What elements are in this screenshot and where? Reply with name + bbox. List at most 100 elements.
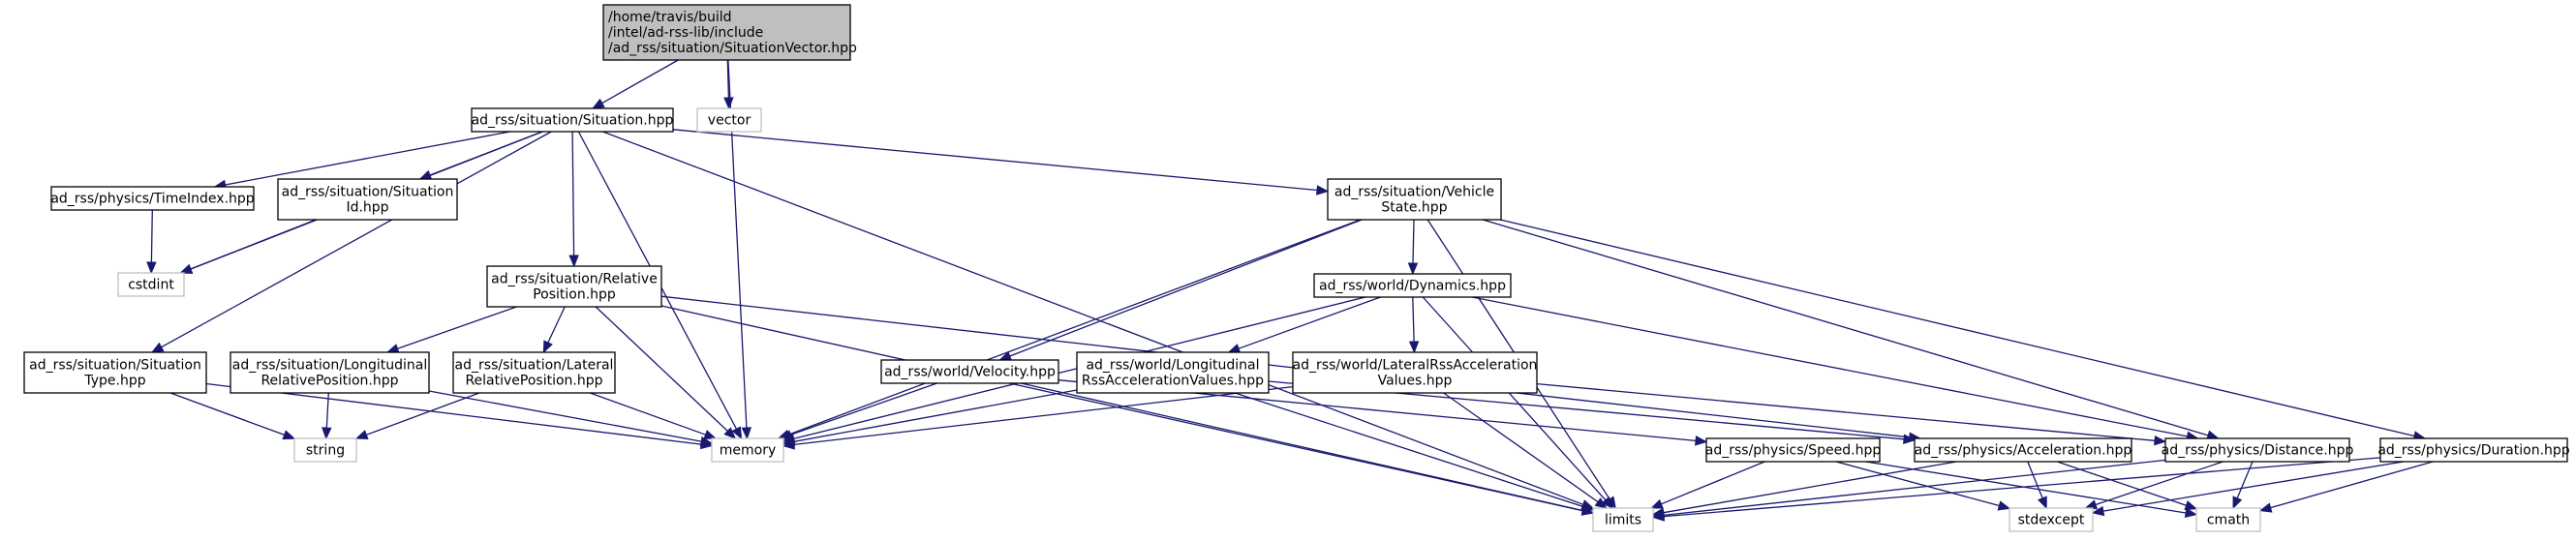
edge-relpos-to-limits	[660, 305, 1595, 516]
node-box	[486, 265, 662, 308]
node-label: ad_rss/situation/Vehicle	[1334, 185, 1494, 200]
node-label: State.hpp	[1381, 200, 1447, 216]
node-label: vector	[708, 113, 751, 129]
edge-line	[595, 306, 728, 432]
node-memory: memory	[711, 437, 784, 463]
edge-line	[2057, 461, 2187, 506]
node-box	[117, 272, 185, 297]
edge-velocity-to-memory	[779, 382, 937, 440]
edge-situationid-to-cstdint	[179, 219, 317, 274]
edge-dynamics-to-distance	[1471, 296, 2199, 441]
node-box	[1292, 351, 1538, 394]
edge-line	[660, 295, 1910, 438]
edge-relpos-to-latrel	[542, 306, 566, 354]
edge-distance-to-stdexcept	[2084, 461, 2223, 510]
edge-line	[1234, 392, 1583, 508]
node-latrel[interactable]: ad_rss/situation/LateralRelativePosition…	[452, 351, 616, 394]
edge-arrowhead	[723, 427, 737, 439]
node-label: Type.hpp	[83, 374, 145, 389]
edge-line	[150, 209, 153, 263]
edge-latacc-to-limits	[1443, 392, 1609, 509]
edge-speed-to-limits	[1650, 461, 1765, 509]
node-box	[880, 359, 1059, 384]
edge-arrowhead	[418, 169, 433, 180]
edge-vehiclestate-to-distance	[1482, 219, 2220, 440]
node-stdexcept: stdexcept	[2009, 507, 2094, 532]
node-distance[interactable]: ad_rss/physics/Distance.hpp	[2162, 437, 2354, 463]
edge-timeindex-to-cstdint	[146, 209, 157, 275]
node-label: RssAccelerationValues.hpp	[1082, 374, 1264, 389]
node-timeindex[interactable]: ad_rss/physics/TimeIndex.hpp	[50, 186, 255, 211]
edge-arrowhead	[1695, 436, 1708, 446]
edge-line	[672, 129, 1318, 192]
node-box	[23, 351, 207, 394]
edge-longacc-to-memory	[782, 389, 1078, 447]
edge-relpos-to-memory	[595, 306, 737, 439]
node-box	[2379, 437, 2568, 463]
edge-sittype-to-string	[169, 392, 296, 440]
node-label: ad_rss/situation/Situation.hpp	[472, 113, 674, 129]
node-label: /home/travis/build	[608, 10, 732, 25]
edge-dynamics-to-latacc	[1408, 296, 1420, 354]
edge-arrowhead	[542, 340, 553, 354]
node-relpos[interactable]: ad_rss/situation/RelativePosition.hpp	[486, 265, 662, 308]
node-label: ad_rss/world/LateralRssAcceleration	[1293, 358, 1538, 374]
node-acceleration[interactable]: ad_rss/physics/Acceleration.hpp	[1914, 437, 2132, 463]
node-box	[1705, 437, 1881, 463]
node-label: ad_rss/physics/Acceleration.hpp	[1915, 443, 2132, 459]
node-label: string	[306, 443, 345, 459]
node-box	[293, 437, 357, 463]
edge-line	[1471, 296, 2188, 437]
edge-duration-to-stdexcept	[2091, 461, 2404, 517]
node-box	[1076, 351, 1270, 394]
node-box	[50, 186, 255, 211]
edge-line	[161, 131, 552, 348]
edge-line	[790, 382, 937, 436]
node-situation[interactable]: ad_rss/situation/Situation.hpp	[471, 107, 674, 133]
edge-arrowhead	[1997, 500, 2011, 511]
node-box	[696, 107, 762, 133]
edge-line	[1500, 219, 2415, 437]
node-longrel[interactable]: ad_rss/situation/LongitudinalRelativePos…	[230, 351, 430, 394]
edge-line	[1536, 382, 2156, 441]
node-label: ad_rss/situation/Lateral	[455, 358, 614, 374]
node-label: Position.hpp	[533, 287, 616, 303]
edge-line	[325, 392, 329, 429]
edge-arrowhead	[1227, 344, 1242, 354]
node-velocity[interactable]: ad_rss/world/Velocity.hpp	[880, 359, 1059, 384]
edge-situation-to-sittype	[150, 131, 552, 353]
edge-duration-to-limits	[1651, 457, 2381, 522]
edge-situation-to-relpos	[568, 131, 579, 268]
node-duration[interactable]: ad_rss/physics/Duration.hpp	[2377, 437, 2570, 463]
node-string: string	[293, 437, 357, 463]
edge-line	[1009, 219, 1363, 357]
node-box	[230, 351, 430, 394]
node-root[interactable]: /home/travis/build/intel/ad-rss-lib/incl…	[602, 4, 857, 61]
node-longacc[interactable]: ad_rss/world/LongitudinalRssAcceleration…	[1076, 351, 1270, 394]
edge-line	[1661, 461, 1765, 505]
node-label: ad_rss/situation/Situation	[282, 185, 454, 200]
node-label: ad_rss/physics/Distance.hpp	[2162, 443, 2354, 459]
node-speed[interactable]: ad_rss/physics/Speed.hpp	[1705, 437, 1882, 463]
edge-speed-to-stdexcept	[1835, 461, 2011, 511]
node-dynamics[interactable]: ad_rss/world/Dynamics.hpp	[1313, 273, 1512, 298]
edge-line	[660, 305, 1583, 512]
node-latacc[interactable]: ad_rss/world/LateralRssAccelerationValue…	[1292, 351, 1538, 394]
edge-line	[366, 392, 480, 436]
edge-arrowhead	[2232, 496, 2243, 510]
edge-line	[1835, 461, 2000, 507]
node-label: /ad_rss/situation/SituationVector.hpp	[608, 41, 857, 56]
edge-arrowhead	[2038, 496, 2047, 510]
edge-longacc-to-limits	[1234, 392, 1595, 512]
node-box	[2195, 507, 2261, 532]
edge-dynamics-to-memory	[782, 296, 1366, 444]
node-label: ad_rss/physics/Duration.hpp	[2377, 443, 2569, 459]
edge-arrowhead	[782, 439, 795, 450]
edge-arrowhead	[2258, 502, 2273, 513]
edge-line	[787, 219, 1361, 436]
edge-line	[1238, 296, 1381, 349]
node-box	[602, 4, 851, 61]
